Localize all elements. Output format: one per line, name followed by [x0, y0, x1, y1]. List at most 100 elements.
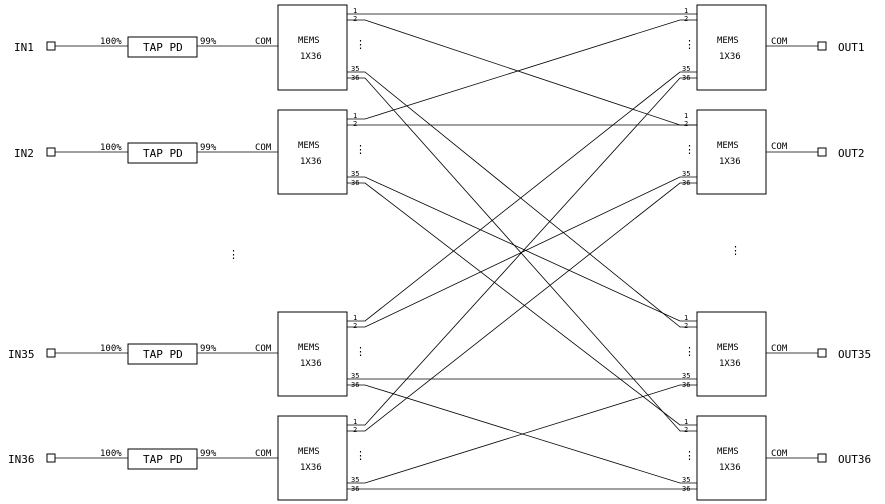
com-label-in-1: COM	[255, 37, 272, 47]
input-port-square-36	[46, 453, 56, 463]
port-label: 1	[684, 314, 688, 322]
port-label: 2	[353, 120, 357, 128]
rows-ellipsis-right: ⋮	[730, 244, 741, 257]
output-port-square-36	[817, 453, 827, 463]
port-label: 1	[353, 314, 357, 322]
port-label: 2	[353, 15, 357, 23]
port-ellipsis: ⋮	[355, 345, 366, 358]
mems-in-35	[277, 311, 348, 397]
fiber-in36-out1	[347, 77, 697, 426]
fiber-in1-out35	[347, 71, 697, 328]
port-ellipsis: ⋮	[684, 38, 695, 51]
output-port-square-2	[817, 147, 827, 157]
tap-pd-label-1: TAP PD	[143, 41, 183, 54]
input-row-35: IN35 100% TAP PD 99% COM MEMS 1X36 1 2 ⋮…	[8, 311, 366, 397]
port-label: 2	[684, 15, 688, 23]
output-port-square-1	[817, 41, 827, 51]
tap-pd-box-1	[127, 36, 198, 58]
com-label-out-1: COM	[771, 37, 788, 47]
tap-pd-box-2	[127, 142, 198, 164]
fiber-in2-out36	[347, 182, 697, 426]
tap-in-percent-1: 100%	[100, 37, 122, 47]
tap-in-percent-35: 100%	[100, 344, 122, 354]
output-label-36: OUT36	[838, 453, 871, 466]
port-label: 1	[684, 112, 688, 120]
mems-in-1-line2: 1X36	[300, 52, 322, 62]
fiber-in36-out2	[347, 182, 697, 432]
tap-out-percent-35: 99%	[200, 344, 217, 354]
input-row-36: IN36 100% TAP PD 99% COM MEMS 1X36 1 2 ⋮…	[8, 415, 366, 501]
mems-out-35	[696, 311, 767, 397]
port-label: 1	[353, 112, 357, 120]
port-label: 35	[351, 476, 359, 484]
output-label-1: OUT1	[838, 41, 865, 54]
tap-pd-box-35	[127, 343, 198, 365]
mems-out-1-line1: MEMS	[717, 36, 739, 46]
port-label: 1	[353, 418, 357, 426]
mems-out-1	[696, 4, 767, 91]
com-label-in-35: COM	[255, 344, 272, 354]
port-ellipsis: ⋮	[684, 345, 695, 358]
com-label-out-2: COM	[771, 142, 788, 152]
mems-out-2	[696, 109, 767, 195]
port-label: 35	[682, 372, 690, 380]
mems-out-2-line2: 1X36	[719, 157, 741, 167]
mems-in-36	[277, 415, 348, 501]
mems-in-2-line2: 1X36	[300, 157, 322, 167]
fiber-in1-out36	[347, 77, 697, 432]
input-row-1: IN1 100% TAP PD 99% COM MEMS 1X36 1 2 ⋮ …	[14, 4, 366, 91]
port-label: 2	[353, 426, 357, 434]
fiber-in36-out35	[347, 384, 697, 484]
mems-in-2-line1: MEMS	[298, 141, 320, 151]
com-label-out-35: COM	[771, 344, 788, 354]
mems-in-35-line2: 1X36	[300, 359, 322, 369]
tap-pd-label-36: TAP PD	[143, 453, 183, 466]
output-row-2: MEMS 1X36 1 2 ⋮ 35 36 COM OUT2	[682, 109, 865, 195]
port-label: 35	[682, 65, 690, 73]
mems-in-1-line1: MEMS	[298, 36, 320, 46]
mems-out-35-line1: MEMS	[717, 343, 739, 353]
port-label: 2	[684, 322, 688, 330]
tap-pd-box-36	[127, 448, 198, 470]
fiber-in35-out1	[347, 71, 697, 322]
port-label: 2	[684, 426, 688, 434]
port-ellipsis: ⋮	[355, 143, 366, 156]
port-label: 35	[351, 372, 359, 380]
tap-in-percent-36: 100%	[100, 449, 122, 459]
tap-pd-label-2: TAP PD	[143, 147, 183, 160]
mems-out-2-line1: MEMS	[717, 141, 739, 151]
port-ellipsis: ⋮	[684, 143, 695, 156]
tap-in-percent-2: 100%	[100, 143, 122, 153]
tap-out-percent-1: 99%	[200, 37, 217, 47]
port-label: 35	[682, 170, 690, 178]
mems-in-1	[277, 4, 348, 91]
com-label-out-36: COM	[771, 449, 788, 459]
mems-out-1-line2: 1X36	[719, 52, 741, 62]
mems-out-35-line2: 1X36	[719, 359, 741, 369]
mems-out-36-line2: 1X36	[719, 463, 741, 473]
output-port-square-35	[817, 348, 827, 358]
input-label-1: IN1	[14, 41, 34, 54]
input-label-36: IN36	[8, 453, 35, 466]
input-port-square-1	[46, 41, 56, 51]
port-label: 1	[684, 418, 688, 426]
output-label-2: OUT2	[838, 147, 865, 160]
com-label-in-2: COM	[255, 143, 272, 153]
port-ellipsis: ⋮	[355, 38, 366, 51]
input-port-square-35	[46, 348, 56, 358]
com-label-in-36: COM	[255, 449, 272, 459]
port-label: 2	[353, 322, 357, 330]
port-ellipsis: ⋮	[684, 449, 695, 462]
input-label-2: IN2	[14, 147, 34, 160]
rows-ellipsis-left: ⋮	[228, 248, 239, 261]
port-label: 35	[351, 170, 359, 178]
fiber-in2-out1	[347, 19, 697, 120]
port-label: 1	[684, 7, 688, 15]
input-port-square-2	[46, 147, 56, 157]
input-label-35: IN35	[8, 348, 35, 361]
mems-in-36-line2: 1X36	[300, 463, 322, 473]
mems-in-35-line1: MEMS	[298, 343, 320, 353]
tap-pd-label-35: TAP PD	[143, 348, 183, 361]
output-row-36: MEMS 1X36 1 2 ⋮ 35 36 COM OUT36	[682, 415, 871, 501]
